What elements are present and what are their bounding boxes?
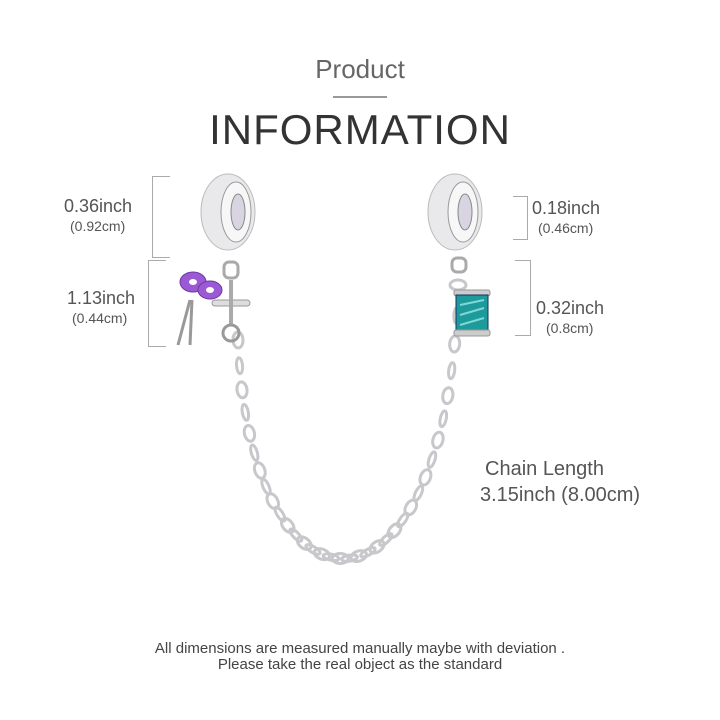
scissors-charm bbox=[176, 271, 223, 346]
chain-link bbox=[448, 334, 462, 354]
dim-right-bottom-cm: (0.8cm) bbox=[546, 320, 594, 336]
chain-link bbox=[279, 516, 296, 534]
chain-link bbox=[431, 430, 445, 450]
bracket-right-top bbox=[513, 196, 528, 240]
dim-left-bottom-cm: (0.44cm) bbox=[72, 310, 128, 326]
chain-link bbox=[273, 505, 287, 523]
chain-link bbox=[447, 361, 457, 381]
t-bar-clasp bbox=[211, 260, 251, 343]
chain-link bbox=[249, 443, 260, 462]
dim-right-bottom-inch: 0.32inch bbox=[536, 298, 605, 318]
chain-link bbox=[378, 532, 394, 548]
chain-link bbox=[330, 551, 350, 565]
heading-product: Product bbox=[315, 54, 405, 84]
chain-link bbox=[438, 409, 449, 429]
chain-link bbox=[234, 356, 245, 376]
bracket-left-bottom bbox=[148, 260, 166, 347]
chain-link bbox=[288, 527, 304, 543]
chain-link bbox=[295, 535, 313, 551]
chain-link bbox=[412, 484, 425, 503]
bracket-right-bottom bbox=[515, 260, 531, 336]
footer-note-1: All dimensions are measured manually may… bbox=[154, 640, 566, 657]
dim-left-top-inch: 0.36inch bbox=[64, 196, 133, 216]
dim-right-top-cm: (0.46cm) bbox=[538, 220, 594, 236]
right-spacer-bead bbox=[427, 173, 483, 251]
bracket-left-top bbox=[152, 176, 170, 258]
dim-right-top-inch: 0.18inch bbox=[532, 198, 601, 218]
chain-link bbox=[242, 423, 257, 443]
thread-spool-charm bbox=[450, 256, 491, 337]
chain-length-value: 3.15inch (8.00cm) bbox=[480, 484, 641, 506]
chain-link bbox=[441, 386, 455, 406]
chain-link bbox=[252, 461, 267, 480]
chain-link bbox=[304, 543, 322, 556]
chain-link bbox=[235, 380, 249, 400]
left-spacer-bead bbox=[200, 173, 256, 251]
chain-link bbox=[359, 546, 377, 559]
chain-link bbox=[368, 539, 386, 555]
chain-link bbox=[418, 468, 433, 487]
chain-length-label: Chain Length bbox=[485, 458, 604, 480]
dim-left-bottom-inch: 1.13inch bbox=[67, 288, 136, 308]
chain-link bbox=[349, 549, 368, 563]
chain bbox=[231, 278, 468, 565]
chain-link bbox=[240, 402, 251, 422]
heading-divider bbox=[333, 96, 387, 98]
chain-link bbox=[321, 552, 341, 563]
chain-link bbox=[426, 450, 438, 469]
dim-left-top-cm: (0.92cm) bbox=[70, 218, 126, 234]
footer-note-2: Please take the real object as the stand… bbox=[217, 656, 503, 673]
chain-link bbox=[448, 278, 468, 292]
heading-information: INFORMATION bbox=[209, 106, 511, 153]
chain-link bbox=[386, 522, 403, 540]
chain-link bbox=[340, 553, 359, 563]
chain-link bbox=[312, 547, 332, 562]
